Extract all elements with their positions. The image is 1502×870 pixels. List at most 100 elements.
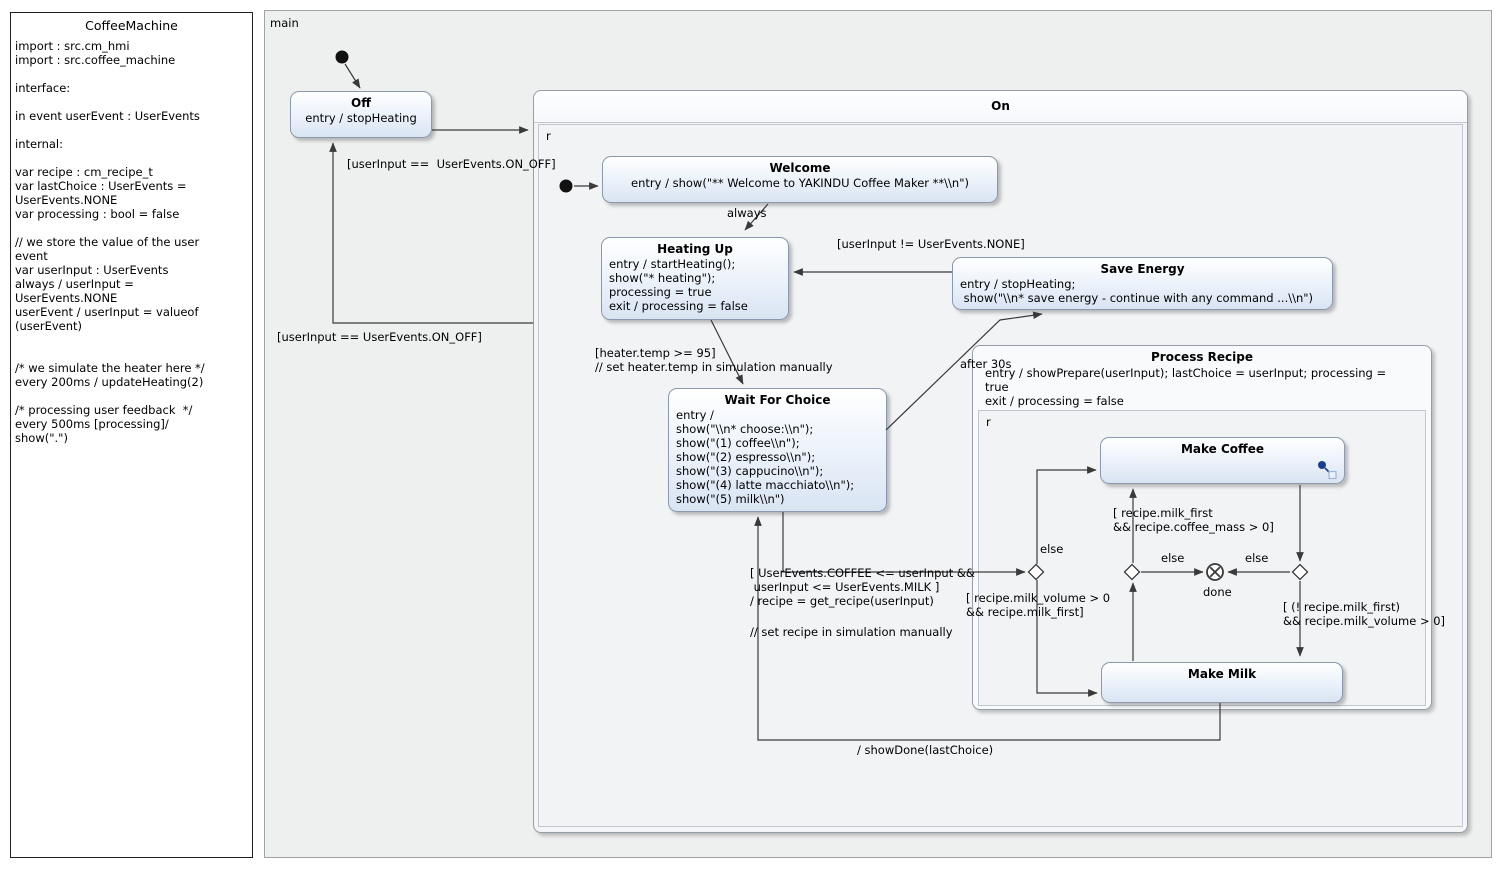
text-line	[15, 347, 249, 361]
state-welcome[interactable]: Welcome entry / show("** Welcome to YAKI…	[602, 156, 998, 203]
text-line	[15, 151, 249, 165]
text-line: interface:	[15, 81, 71, 95]
text-line: exit / processing = false	[609, 299, 748, 313]
state-title: Make Milk	[1187, 667, 1257, 681]
state-body: entry / stopHeating	[291, 110, 431, 125]
transition-label-heater-guard[interactable]: [heater.temp >= 95]// set heater.temp in…	[595, 346, 833, 375]
text-line	[15, 221, 249, 235]
text-line: var userInput : UserEvents	[15, 263, 169, 277]
text-line: event	[15, 249, 48, 263]
text-line: var recipe : cm_recipe_t	[15, 165, 153, 179]
text-line: /* processing user feedback */	[15, 403, 193, 417]
comment-set-recipe[interactable]: // set recipe in simulation manually	[750, 625, 953, 639]
transition-label-off-to-on[interactable]: [userInput == UserEvents.ON_OFF]	[347, 157, 556, 171]
state-body: entry / startHeating();show("* heating")…	[602, 256, 788, 313]
text-line: [heater.temp >= 95]	[595, 346, 716, 360]
spec-title: CoffeeMachine	[85, 18, 178, 33]
text-line: [ (! recipe.milk_first)	[1283, 600, 1400, 614]
text-line: every 500ms [processing]/	[15, 417, 169, 431]
state-on-header: On	[534, 91, 1467, 123]
transition-label-not-none[interactable]: [userInput != UserEvents.NONE]	[837, 237, 1025, 251]
text-line	[15, 123, 249, 137]
text-line: userEvent / userInput = valueof	[15, 305, 199, 319]
state-off[interactable]: Off entry / stopHeating	[290, 91, 432, 138]
state-save-energy[interactable]: Save Energy entry / stopHeating; show("\…	[952, 257, 1333, 310]
transition-label-else-choice2[interactable]: else	[1161, 551, 1185, 565]
region-label: r	[986, 415, 991, 429]
text-line: every 200ms / updateHeating(2)	[15, 375, 204, 389]
text-line: import : src.cm_hmi	[15, 39, 130, 53]
text-line: entry / showPrepare(userInput); lastChoi…	[985, 366, 1387, 380]
state-title: Off	[351, 96, 371, 110]
text-line: show("(4) latte macchiato\\n");	[676, 478, 855, 492]
state-title: Wait For Choice	[724, 393, 831, 407]
state-title: Save Energy	[1100, 262, 1185, 276]
state-title: Heating Up	[657, 242, 733, 256]
text-line: show("(1) coffee\\n");	[676, 436, 800, 450]
text-line: /* we simulate the heater here */	[15, 361, 205, 375]
text-line: // we store the value of the user	[15, 235, 200, 249]
text-line: [ recipe.milk_volume > 0	[966, 591, 1111, 605]
text-line: && recipe.coffee_mass > 0]	[1113, 519, 1274, 534]
state-body: entry / showPrepare(userInput); lastChoi…	[973, 364, 1431, 408]
transition-label-not-milk-first[interactable]: [ (! recipe.milk_first)&& recipe.milk_vo…	[1283, 600, 1446, 629]
transition-label-milk-volume-first[interactable]: [ recipe.milk_volume > 0&& recipe.milk_f…	[966, 591, 1111, 620]
region-label: r	[546, 129, 551, 143]
text-line: && recipe.milk_volume > 0]	[1283, 613, 1446, 628]
state-title: On	[991, 99, 1010, 113]
text-line: var processing : bool = false	[15, 207, 180, 221]
submachine-icon	[1318, 461, 1337, 480]
state-title: Welcome	[769, 161, 831, 175]
text-line: internal:	[15, 137, 63, 151]
text-line: in event userEvent : UserEvents	[15, 109, 200, 123]
state-wait-for-choice[interactable]: Wait For Choice entry /show("\\n* choose…	[668, 388, 887, 512]
transition-label-milk-first-coffee-mass[interactable]: [ recipe.milk_first&& recipe.coffee_mass…	[1113, 506, 1274, 535]
exit-node-label-done[interactable]: done	[1203, 585, 1232, 599]
text-line: processing = true	[609, 285, 712, 299]
text-line: userInput <= UserEvents.MILK ]	[750, 579, 940, 594]
text-line	[15, 95, 249, 109]
text-line: // set heater.temp in simulation manuall…	[595, 359, 833, 374]
text-line: (userEvent)	[15, 319, 83, 333]
text-line	[15, 333, 249, 347]
transition-label-on-to-off[interactable]: [userInput == UserEvents.ON_OFF]	[277, 330, 482, 344]
state-make-coffee[interactable]: Make Coffee	[1100, 437, 1345, 484]
state-title: Make Coffee	[1180, 442, 1265, 456]
transition-label-else-choice1[interactable]: else	[1040, 542, 1064, 556]
text-line: / recipe = get_recipe(userInput)	[750, 593, 934, 608]
text-line: && recipe.milk_first]	[966, 604, 1084, 619]
transition-label-always[interactable]: always	[727, 206, 767, 220]
text-line	[15, 389, 249, 403]
text-line: show("(2) espresso\\n");	[676, 450, 816, 464]
text-line: entry /	[676, 408, 714, 422]
transition-label-else-choice3[interactable]: else	[1245, 551, 1269, 565]
text-line: [ UserEvents.COFFEE <= userInput &&	[750, 566, 975, 580]
state-heating-up[interactable]: Heating Up entry / startHeating();show("…	[601, 237, 789, 320]
text-line: entry / startHeating();	[609, 257, 736, 271]
text-line: UserEvents.NONE	[15, 193, 118, 207]
text-line: entry / stopHeating	[305, 111, 417, 125]
text-line: show("(3) cappucino\\n");	[676, 464, 824, 478]
main-region-label: main	[270, 16, 299, 30]
text-line: show("\\n* save energy - continue with a…	[960, 291, 1314, 305]
transition-label-choice-guard[interactable]: [ UserEvents.COFFEE <= userInput && user…	[750, 566, 975, 608]
text-line: UserEvents.NONE	[15, 291, 118, 305]
text-line: show("\\n* choose:\\n");	[676, 422, 814, 436]
text-line: import : src.coffee_machine	[15, 53, 176, 67]
state-make-milk[interactable]: Make Milk	[1101, 662, 1343, 703]
state-body: entry / stopHeating; show("\\n* save ene…	[953, 276, 1332, 305]
text-line: show(".")	[15, 431, 68, 445]
text-line: entry / stopHeating;	[960, 277, 1076, 291]
text-line: var lastChoice : UserEvents =	[15, 179, 187, 193]
text-line: [ recipe.milk_first	[1113, 506, 1213, 520]
state-body: entry / show("** Welcome to YAKINDU Coff…	[603, 175, 997, 190]
text-line: show("* heating");	[609, 271, 716, 285]
text-line: exit / processing = false	[985, 394, 1124, 408]
transition-label-after-30s[interactable]: after 30s	[960, 357, 1012, 371]
transition-label-show-done[interactable]: / showDone(lastChoice)	[857, 743, 994, 757]
state-body: entry /show("\\n* choose:\\n");show("(1)…	[669, 407, 886, 506]
state-title: Process Recipe	[1150, 350, 1253, 364]
